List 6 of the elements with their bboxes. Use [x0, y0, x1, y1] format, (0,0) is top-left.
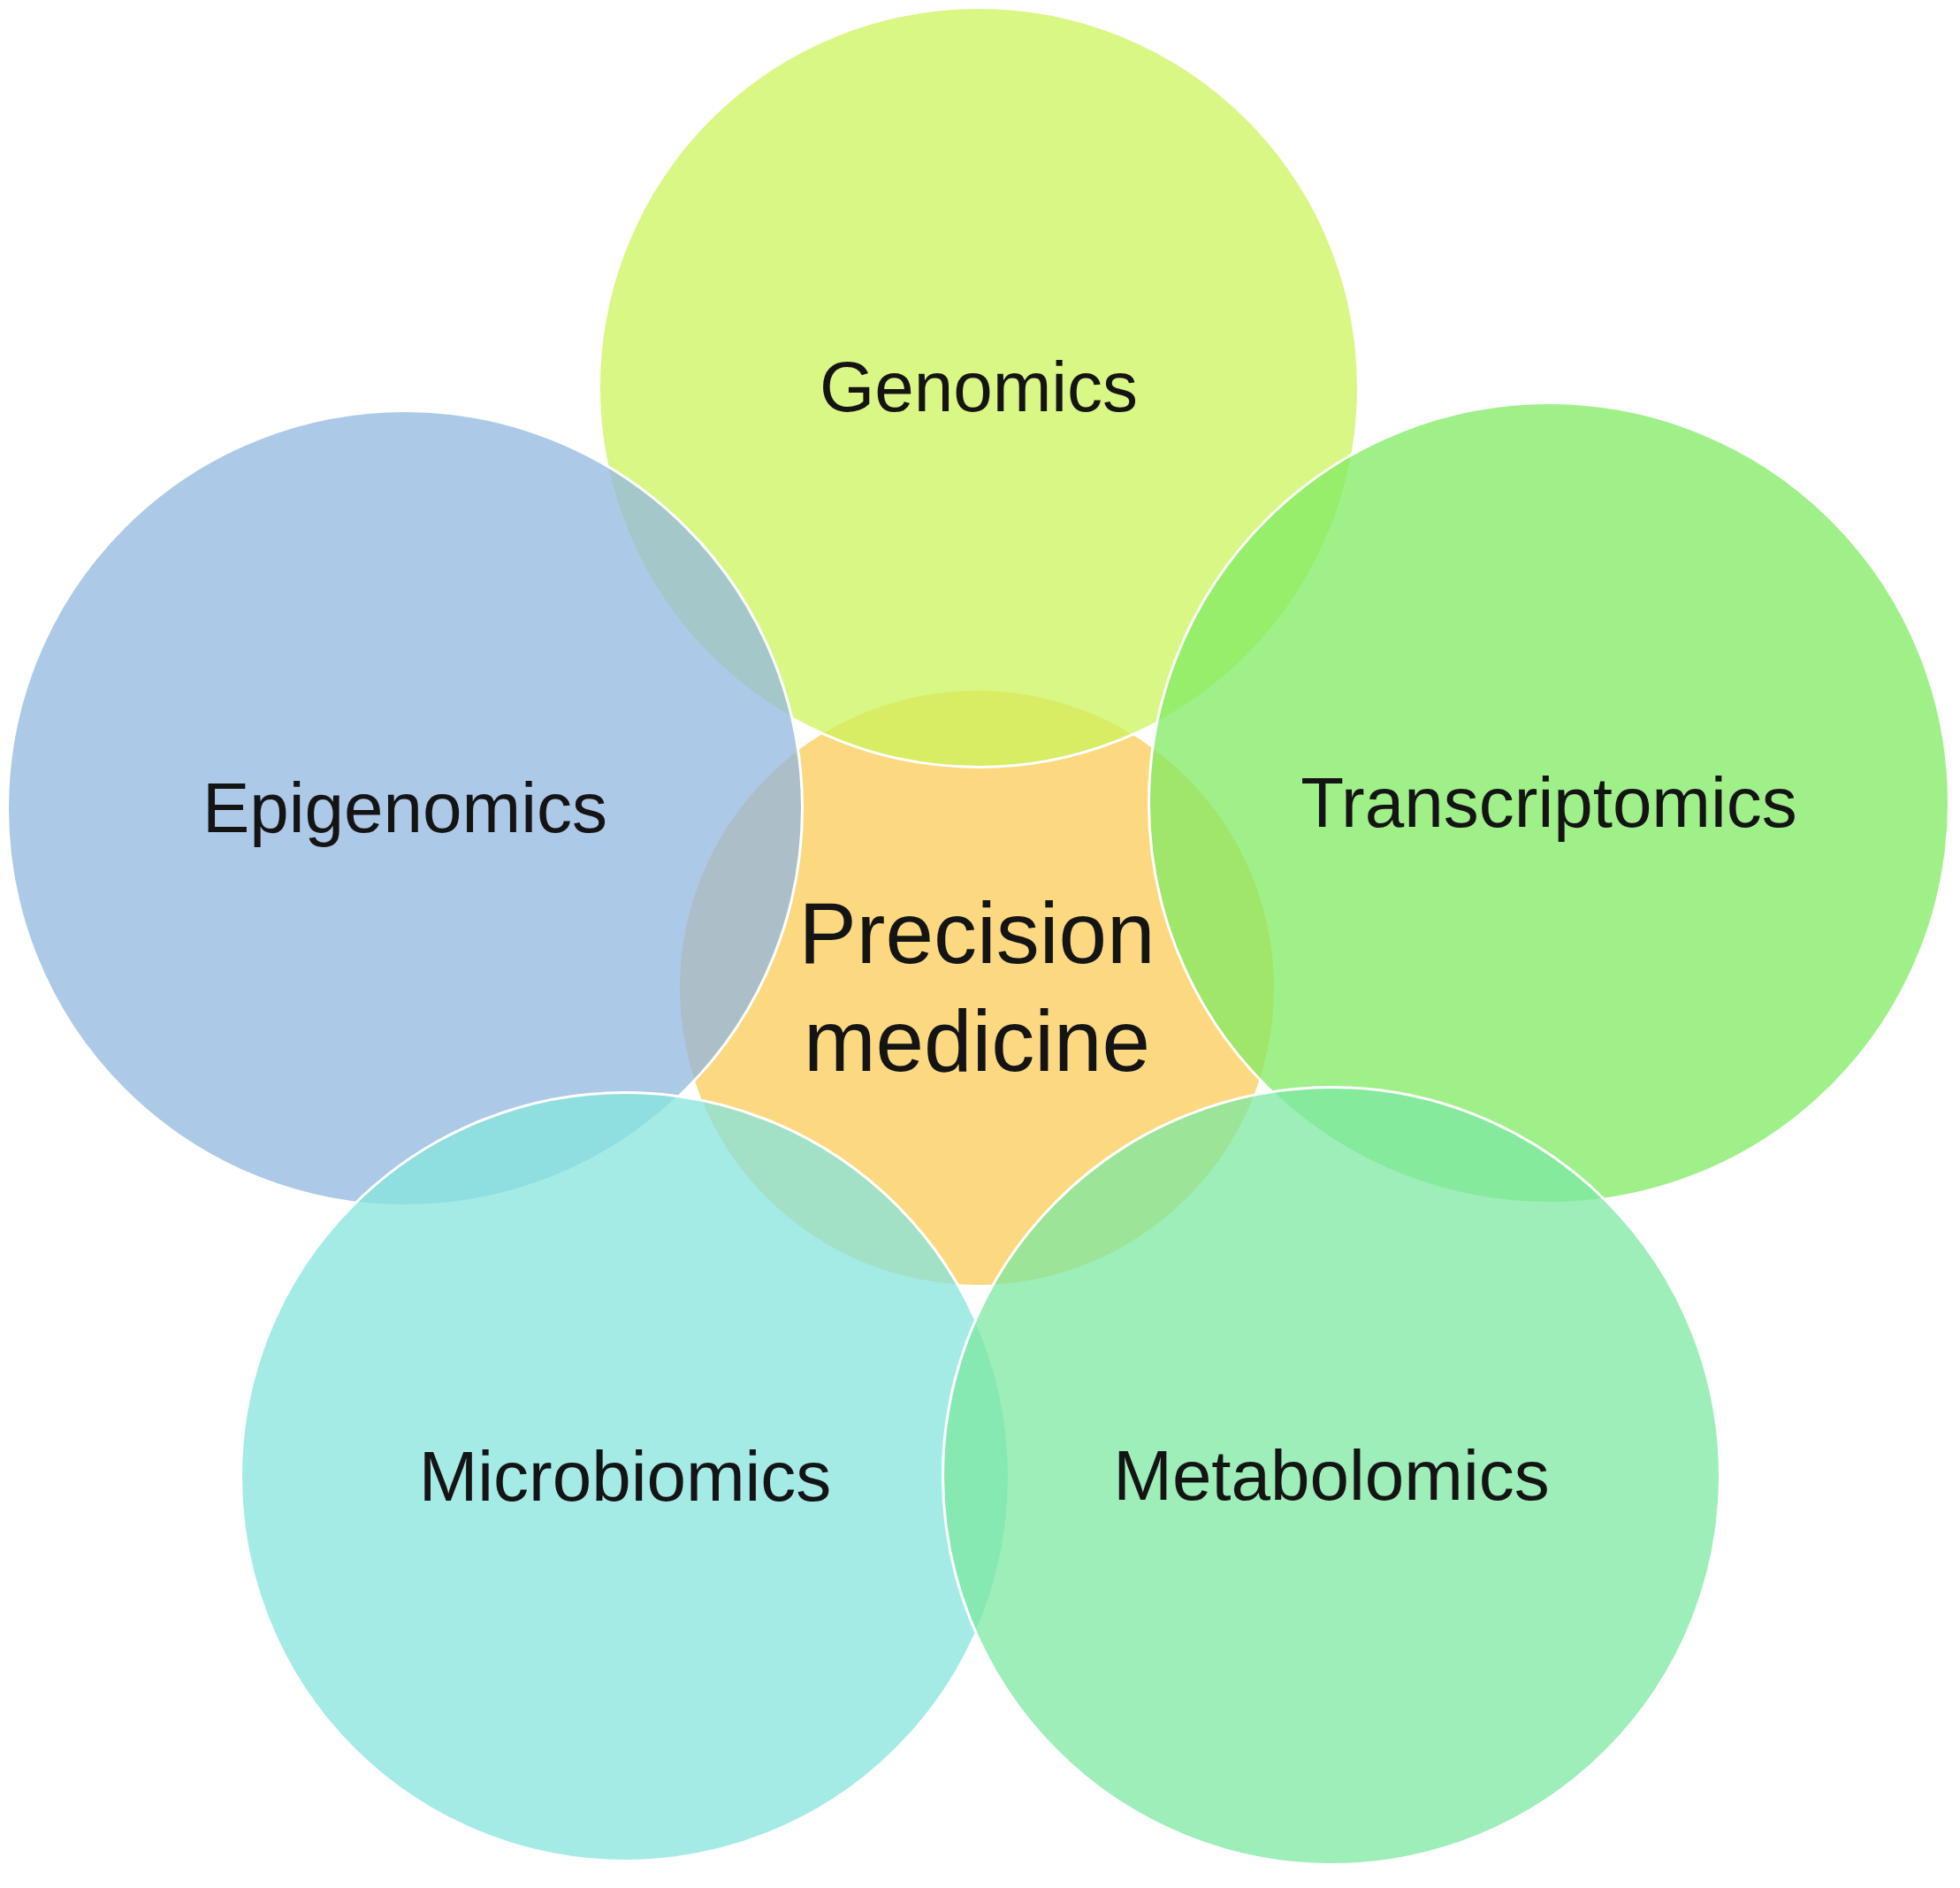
circle-label: Metabolomics [1113, 1435, 1550, 1517]
circle-label: Precision medicine [798, 883, 1155, 1091]
circle-label: Epigenomics [202, 768, 607, 850]
circle-label: Genomics [819, 347, 1139, 429]
circle-label: Transcriptomics [1300, 762, 1797, 845]
circle-label: Microbiomics [418, 1436, 832, 1518]
